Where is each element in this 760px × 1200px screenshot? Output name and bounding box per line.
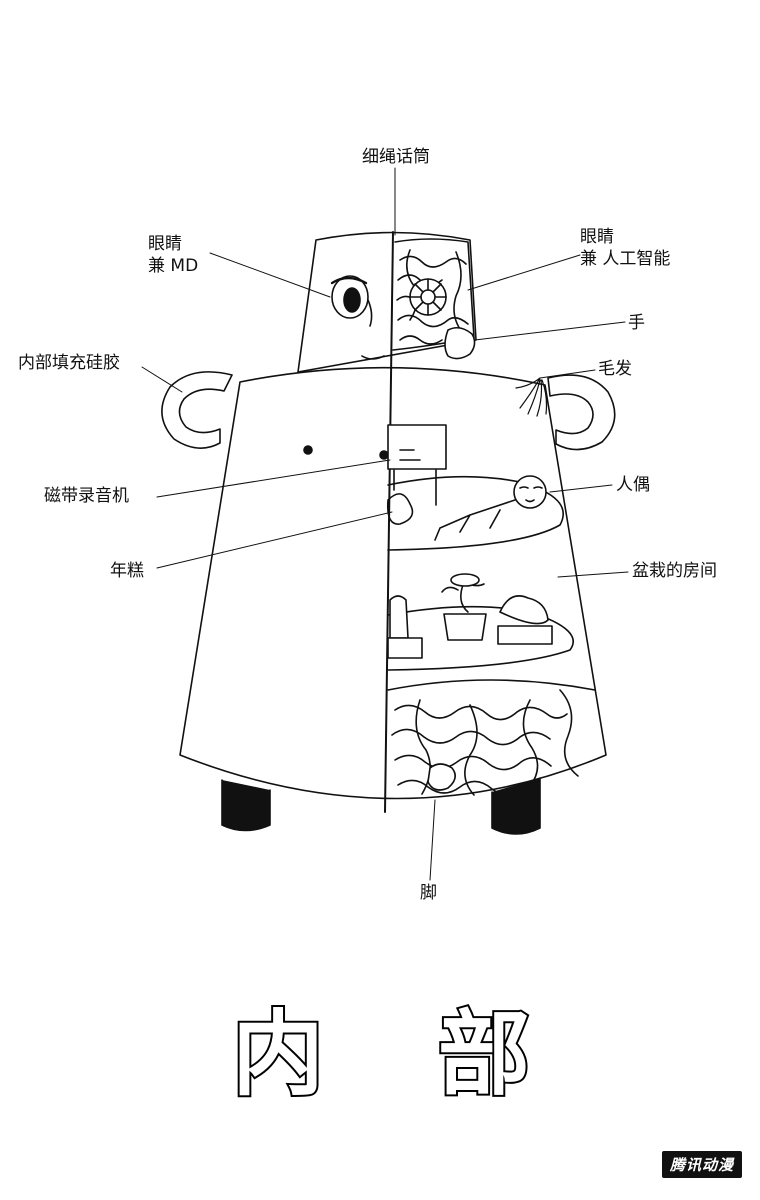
label-eye-md-line2: 兼 MD bbox=[148, 255, 198, 277]
right-handle bbox=[548, 375, 615, 449]
label-eye-ai-line2: 兼 人工智能 bbox=[580, 248, 670, 270]
label-foot: 脚 bbox=[420, 882, 437, 904]
label-eye-ai: 眼睛 兼 人工智能 bbox=[580, 226, 670, 270]
robot-hair bbox=[516, 378, 547, 416]
page-title: 内 部 bbox=[0, 1005, 760, 1115]
label-hair: 毛发 bbox=[598, 358, 632, 380]
left-handle bbox=[162, 372, 232, 448]
watermark-logo: 腾讯动漫 bbox=[662, 1151, 742, 1178]
label-eye-md: 眼睛 兼 MD bbox=[148, 233, 198, 277]
tape-recorder bbox=[388, 425, 446, 505]
right-foot bbox=[492, 778, 540, 834]
bonsai-bush bbox=[498, 596, 552, 644]
rice-cake bbox=[388, 494, 413, 524]
label-eye-md-line1: 眼睛 bbox=[148, 233, 198, 255]
label-rope-phone: 细绳话筒 bbox=[362, 146, 430, 168]
label-hand: 手 bbox=[628, 312, 645, 334]
body-tube-filling bbox=[388, 680, 595, 795]
label-rice-cake: 年糕 bbox=[110, 560, 144, 582]
label-silicone: 内部填充硅胶 bbox=[18, 352, 120, 374]
label-doll: 人偶 bbox=[616, 474, 650, 496]
label-tape-recorder: 磁带录音机 bbox=[44, 485, 129, 507]
label-eye-ai-line1: 眼睛 bbox=[580, 226, 670, 248]
cactus-pot bbox=[388, 596, 422, 658]
title-char-2: 部 bbox=[438, 1005, 530, 1105]
label-bonsai-room: 盆栽的房间 bbox=[632, 560, 717, 582]
left-foot bbox=[222, 780, 270, 831]
head-hand bbox=[445, 328, 475, 359]
title-char-1: 内 bbox=[232, 1005, 324, 1105]
doll bbox=[435, 476, 546, 540]
